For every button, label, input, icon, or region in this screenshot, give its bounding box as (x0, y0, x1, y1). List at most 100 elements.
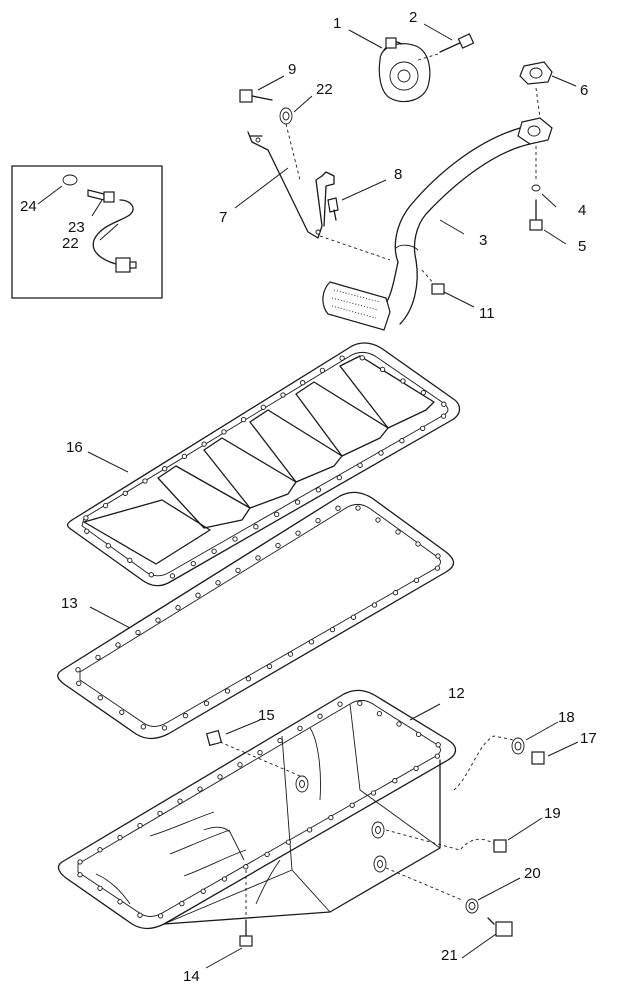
bolt-hole (77, 872, 83, 878)
bolt-hole (217, 774, 223, 780)
bolt-hole (413, 765, 419, 772)
bolt-hole (357, 700, 363, 706)
bolt-hole (137, 912, 143, 918)
bolt-hole (315, 487, 322, 493)
bolt-hole (379, 366, 386, 373)
bolt-hole (434, 565, 441, 571)
bolt-hole (76, 680, 82, 686)
bolt-hole (359, 355, 365, 361)
bolt-hole (287, 651, 294, 657)
callout-9: 9 (288, 61, 296, 78)
bolt-hole (280, 392, 286, 398)
bolt-hole (308, 639, 315, 645)
callout-18: 18 (558, 709, 575, 726)
bolt-hole (122, 490, 128, 496)
bolt-hole (117, 834, 123, 841)
bolt-hole (201, 441, 207, 447)
part-19-plug (385, 829, 507, 853)
bolt-hole (182, 712, 189, 719)
bolt-hole (162, 466, 168, 472)
bolt-hole (319, 367, 326, 374)
bolt-hole (420, 425, 426, 432)
part-22-washer (279, 107, 293, 125)
part-21-drain-plug (385, 867, 513, 937)
callout-21: 21 (441, 947, 458, 964)
bolt-hole (376, 710, 383, 717)
bolt-hole (115, 642, 121, 648)
callout-17: 17 (580, 730, 597, 747)
bolt-hole (392, 778, 398, 784)
bolt-hole (434, 753, 441, 759)
pan-bolt-holes (77, 700, 441, 919)
bolt-hole (300, 380, 306, 386)
bolt-hole (375, 517, 381, 523)
callout-7: 7 (219, 209, 227, 226)
bolt-hole (137, 822, 143, 829)
bolt-hole (179, 900, 185, 907)
bolt-hole (169, 573, 176, 579)
bolt-hole (329, 626, 336, 633)
inset-box (11, 165, 163, 299)
bolt-hole (435, 742, 441, 748)
bolt-hole (274, 511, 280, 518)
bolt-hole (295, 530, 301, 536)
bolt-hole (399, 438, 405, 444)
bolt-hole (378, 450, 384, 456)
bolt-hole (336, 474, 342, 481)
bolt-hole (181, 453, 188, 460)
part-1-pump (378, 37, 431, 103)
bolt-hole (148, 572, 154, 578)
bolt-hole (95, 654, 101, 661)
bolt-hole (371, 602, 378, 608)
bolt-hole (127, 557, 133, 563)
bolt-hole (190, 560, 196, 567)
part-23-sensor (87, 189, 115, 203)
bolt-hole (161, 725, 168, 731)
bolt-hole (237, 762, 243, 768)
bolt-hole (253, 524, 259, 530)
bolt-hole (84, 528, 90, 534)
callout-3: 3 (479, 232, 487, 249)
part-5-bolt (529, 146, 543, 231)
leader-lines (37, 23, 579, 969)
callout-19: 19 (544, 805, 561, 822)
part-9-bolt (239, 89, 273, 103)
bolt-hole (142, 478, 148, 484)
bolt-hole (221, 876, 228, 882)
part-3-suction-pipe (319, 117, 553, 331)
bolt-hole (97, 847, 103, 853)
part-11-nut (421, 269, 445, 295)
callout-24: 24 (20, 198, 37, 215)
callout-13: 13 (61, 595, 78, 612)
bolt-hole (294, 499, 301, 505)
bolt-hole (243, 864, 249, 870)
part-13-gasket (57, 491, 455, 740)
bolt-hole (177, 798, 183, 804)
bolt-hole (105, 543, 111, 549)
callout-23: 23 (68, 219, 85, 236)
bolt-hole (195, 592, 201, 598)
part-17-plug (531, 751, 545, 765)
bolt-hole (357, 462, 363, 468)
bolt-hole (240, 416, 247, 423)
part-8-stud (327, 197, 339, 221)
callout-8: 8 (394, 166, 402, 183)
callout-4: 4 (578, 202, 586, 219)
bolt-hole (297, 725, 303, 732)
part-16-plate (66, 342, 461, 587)
bolt-hole (83, 515, 89, 521)
bolt-hole (260, 404, 266, 410)
bolt-hole (306, 827, 313, 833)
bolt-hole (335, 505, 341, 511)
part-22-harness (92, 199, 137, 273)
callout-20: 20 (524, 865, 541, 882)
callout-2: 2 (409, 9, 417, 26)
bolt-hole (255, 555, 261, 561)
bolt-hole (420, 389, 427, 396)
callout-5: 5 (578, 238, 586, 255)
bolt-hole (119, 709, 125, 715)
part-7-bracket (247, 123, 335, 239)
bolt-hole (140, 724, 146, 730)
part-15-plug (205, 729, 301, 777)
